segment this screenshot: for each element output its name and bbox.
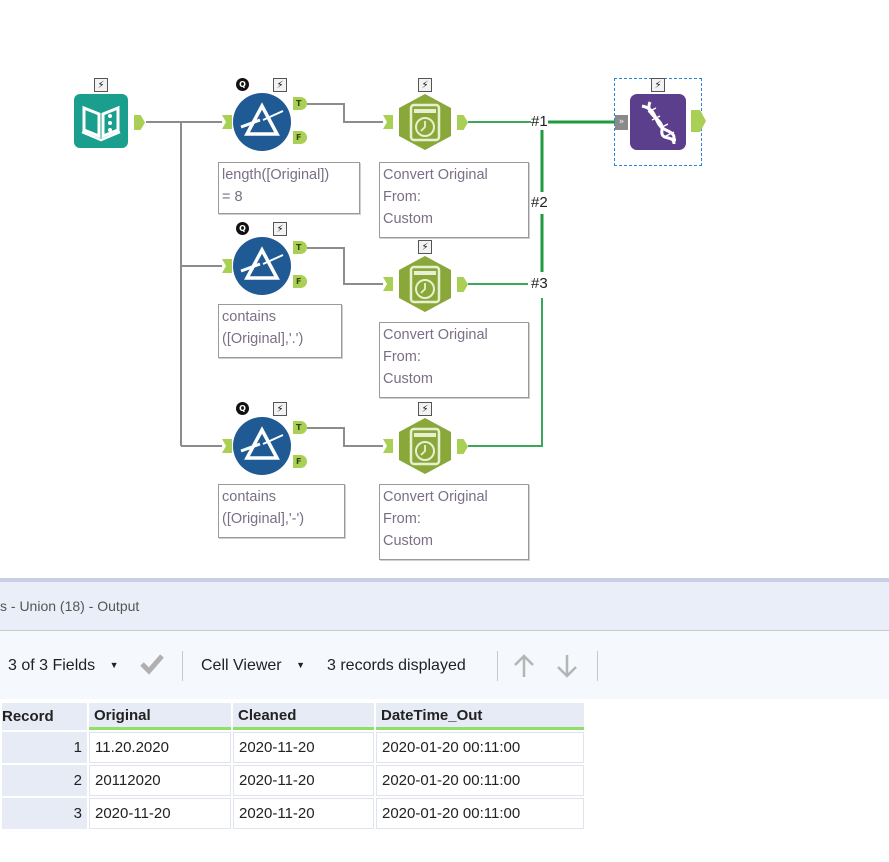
prism-icon bbox=[240, 102, 284, 136]
chevron-down-icon: ▼ bbox=[296, 660, 305, 670]
table-row[interactable]: 3 2020-11-20 2020-11-20 2020-01-20 00:11… bbox=[2, 798, 584, 829]
arrow-down-icon[interactable] bbox=[555, 653, 579, 684]
column-header-cleaned[interactable]: Cleaned bbox=[233, 703, 374, 730]
header-row: Record Original Cleaned DateTime_Out bbox=[2, 703, 584, 730]
union-tool[interactable] bbox=[630, 94, 686, 150]
output-anchor[interactable] bbox=[691, 110, 706, 132]
column-header-datetime-out[interactable]: DateTime_Out bbox=[376, 703, 584, 730]
connection-wires bbox=[146, 103, 616, 447]
results-title-bar: s - Union (18) - Output bbox=[0, 582, 889, 631]
connection-label-2[interactable]: #2 bbox=[531, 194, 548, 211]
dna-icon bbox=[641, 101, 677, 145]
true-anchor[interactable]: T bbox=[293, 97, 307, 110]
panel-divider[interactable] bbox=[0, 578, 889, 582]
input-anchor[interactable] bbox=[222, 439, 232, 453]
false-anchor[interactable]: F bbox=[293, 455, 307, 468]
cell-record[interactable]: 1 bbox=[2, 732, 87, 763]
wire-datetime3-union bbox=[468, 298, 543, 447]
cache-badge-icon: Q bbox=[236, 402, 249, 415]
output-anchor[interactable] bbox=[457, 115, 468, 130]
column-header-original[interactable]: Original bbox=[89, 703, 231, 730]
cell-original[interactable]: 2020-11-20 bbox=[89, 798, 231, 829]
wire-filter3-datetime3 bbox=[307, 427, 383, 447]
results-title: s - Union (18) - Output bbox=[0, 598, 140, 614]
filter-tool-3[interactable] bbox=[233, 417, 291, 475]
true-anchor[interactable]: T bbox=[293, 421, 307, 434]
cell-cleaned[interactable]: 2020-11-20 bbox=[233, 765, 374, 796]
output-anchor[interactable] bbox=[457, 277, 468, 292]
lightning-icon: ⚡ bbox=[418, 402, 432, 416]
fields-label: 3 of 3 Fields bbox=[8, 657, 96, 674]
true-anchor[interactable]: T bbox=[293, 241, 307, 254]
output-anchor[interactable] bbox=[134, 115, 145, 130]
filter-tool-2[interactable] bbox=[233, 237, 291, 295]
false-anchor[interactable]: F bbox=[293, 131, 307, 144]
datetime-2-annotation: Convert Original From: Custom bbox=[379, 322, 529, 398]
wire-filter1-datetime1 bbox=[307, 103, 383, 123]
workflow-canvas[interactable]: ⚡ Q ⚡ T F length([Original]) = 8 Q ⚡ T F… bbox=[0, 0, 889, 578]
toolbar-separator bbox=[182, 651, 183, 681]
lightning-icon: ⚡ bbox=[94, 78, 108, 92]
cell-datetime-out[interactable]: 2020-01-20 00:11:00 bbox=[376, 765, 584, 796]
connection-label-3[interactable]: #3 bbox=[531, 275, 548, 292]
filter-1-annotation: length([Original]) = 8 bbox=[218, 162, 360, 214]
toolbar-separator bbox=[597, 651, 598, 681]
clock-icon bbox=[399, 418, 451, 474]
lightning-icon: ⚡ bbox=[651, 78, 665, 92]
cell-record[interactable]: 3 bbox=[2, 798, 87, 829]
input-anchor[interactable] bbox=[222, 259, 232, 273]
book-icon bbox=[81, 105, 121, 142]
cell-viewer-label: Cell Viewer bbox=[201, 657, 282, 674]
cell-record[interactable]: 2 bbox=[2, 765, 87, 796]
apply-checkmark-icon[interactable] bbox=[139, 651, 165, 680]
cache-badge-icon: Q bbox=[236, 222, 249, 235]
cell-datetime-out[interactable]: 2020-01-20 00:11:00 bbox=[376, 732, 584, 763]
cache-badge-icon: Q bbox=[236, 78, 249, 91]
connection-label-1[interactable]: #1 bbox=[531, 113, 548, 130]
cell-cleaned[interactable]: 2020-11-20 bbox=[233, 798, 374, 829]
input-anchor[interactable] bbox=[222, 115, 232, 129]
records-displayed: 3 records displayed bbox=[327, 657, 466, 674]
datetime-3-annotation: Convert Original From: Custom bbox=[379, 484, 529, 560]
results-grid: Record Original Cleaned DateTime_Out 1 1… bbox=[0, 699, 889, 862]
filter-tool-1[interactable] bbox=[233, 93, 291, 151]
cell-cleaned[interactable]: 2020-11-20 bbox=[233, 732, 374, 763]
multi-input-anchor[interactable]: » bbox=[615, 115, 628, 130]
results-table: Record Original Cleaned DateTime_Out 1 1… bbox=[0, 701, 586, 831]
results-toolbar: 3 of 3 Fields ▼ Cell Viewer ▼ 3 records … bbox=[0, 631, 889, 699]
cell-viewer-dropdown[interactable]: Cell Viewer ▼ bbox=[201, 657, 305, 675]
chevron-down-icon: ▼ bbox=[109, 660, 119, 670]
filter-2-annotation: contains ([Original],'.') bbox=[218, 304, 342, 358]
lightning-icon: ⚡ bbox=[273, 222, 287, 236]
cell-original[interactable]: 20112020 bbox=[89, 765, 231, 796]
table-row[interactable]: 1 11.20.2020 2020-11-20 2020-01-20 00:11… bbox=[2, 732, 584, 763]
datetime-tool-2[interactable] bbox=[396, 255, 454, 313]
prism-icon bbox=[240, 246, 284, 280]
input-anchor[interactable] bbox=[383, 115, 393, 129]
cell-datetime-out[interactable]: 2020-01-20 00:11:00 bbox=[376, 798, 584, 829]
datetime-tool-1[interactable] bbox=[396, 93, 454, 151]
datetime-tool-3[interactable] bbox=[396, 417, 454, 475]
toolbar-separator bbox=[497, 651, 498, 681]
table-row[interactable]: 2 20112020 2020-11-20 2020-01-20 00:11:0… bbox=[2, 765, 584, 796]
clock-icon bbox=[399, 94, 451, 150]
lightning-icon: ⚡ bbox=[418, 78, 432, 92]
lightning-icon: ⚡ bbox=[418, 240, 432, 254]
column-header-record[interactable]: Record bbox=[2, 703, 87, 730]
lightning-icon: ⚡ bbox=[273, 78, 287, 92]
datetime-1-annotation: Convert Original From: Custom bbox=[379, 162, 529, 238]
clock-icon bbox=[399, 256, 451, 312]
arrow-up-icon[interactable] bbox=[512, 653, 536, 684]
cell-original[interactable]: 11.20.2020 bbox=[89, 732, 231, 763]
filter-3-annotation: contains ([Original],'-') bbox=[218, 484, 345, 538]
fields-dropdown[interactable]: 3 of 3 Fields ▼ bbox=[8, 657, 119, 675]
prism-icon bbox=[240, 426, 284, 460]
output-anchor[interactable] bbox=[457, 439, 468, 454]
input-anchor[interactable] bbox=[383, 439, 393, 453]
lightning-icon: ⚡ bbox=[273, 402, 287, 416]
false-anchor[interactable]: F bbox=[293, 275, 307, 288]
wire-filter2-datetime2 bbox=[307, 247, 383, 285]
input-anchor[interactable] bbox=[383, 277, 393, 291]
text-input-tool[interactable] bbox=[74, 94, 128, 148]
